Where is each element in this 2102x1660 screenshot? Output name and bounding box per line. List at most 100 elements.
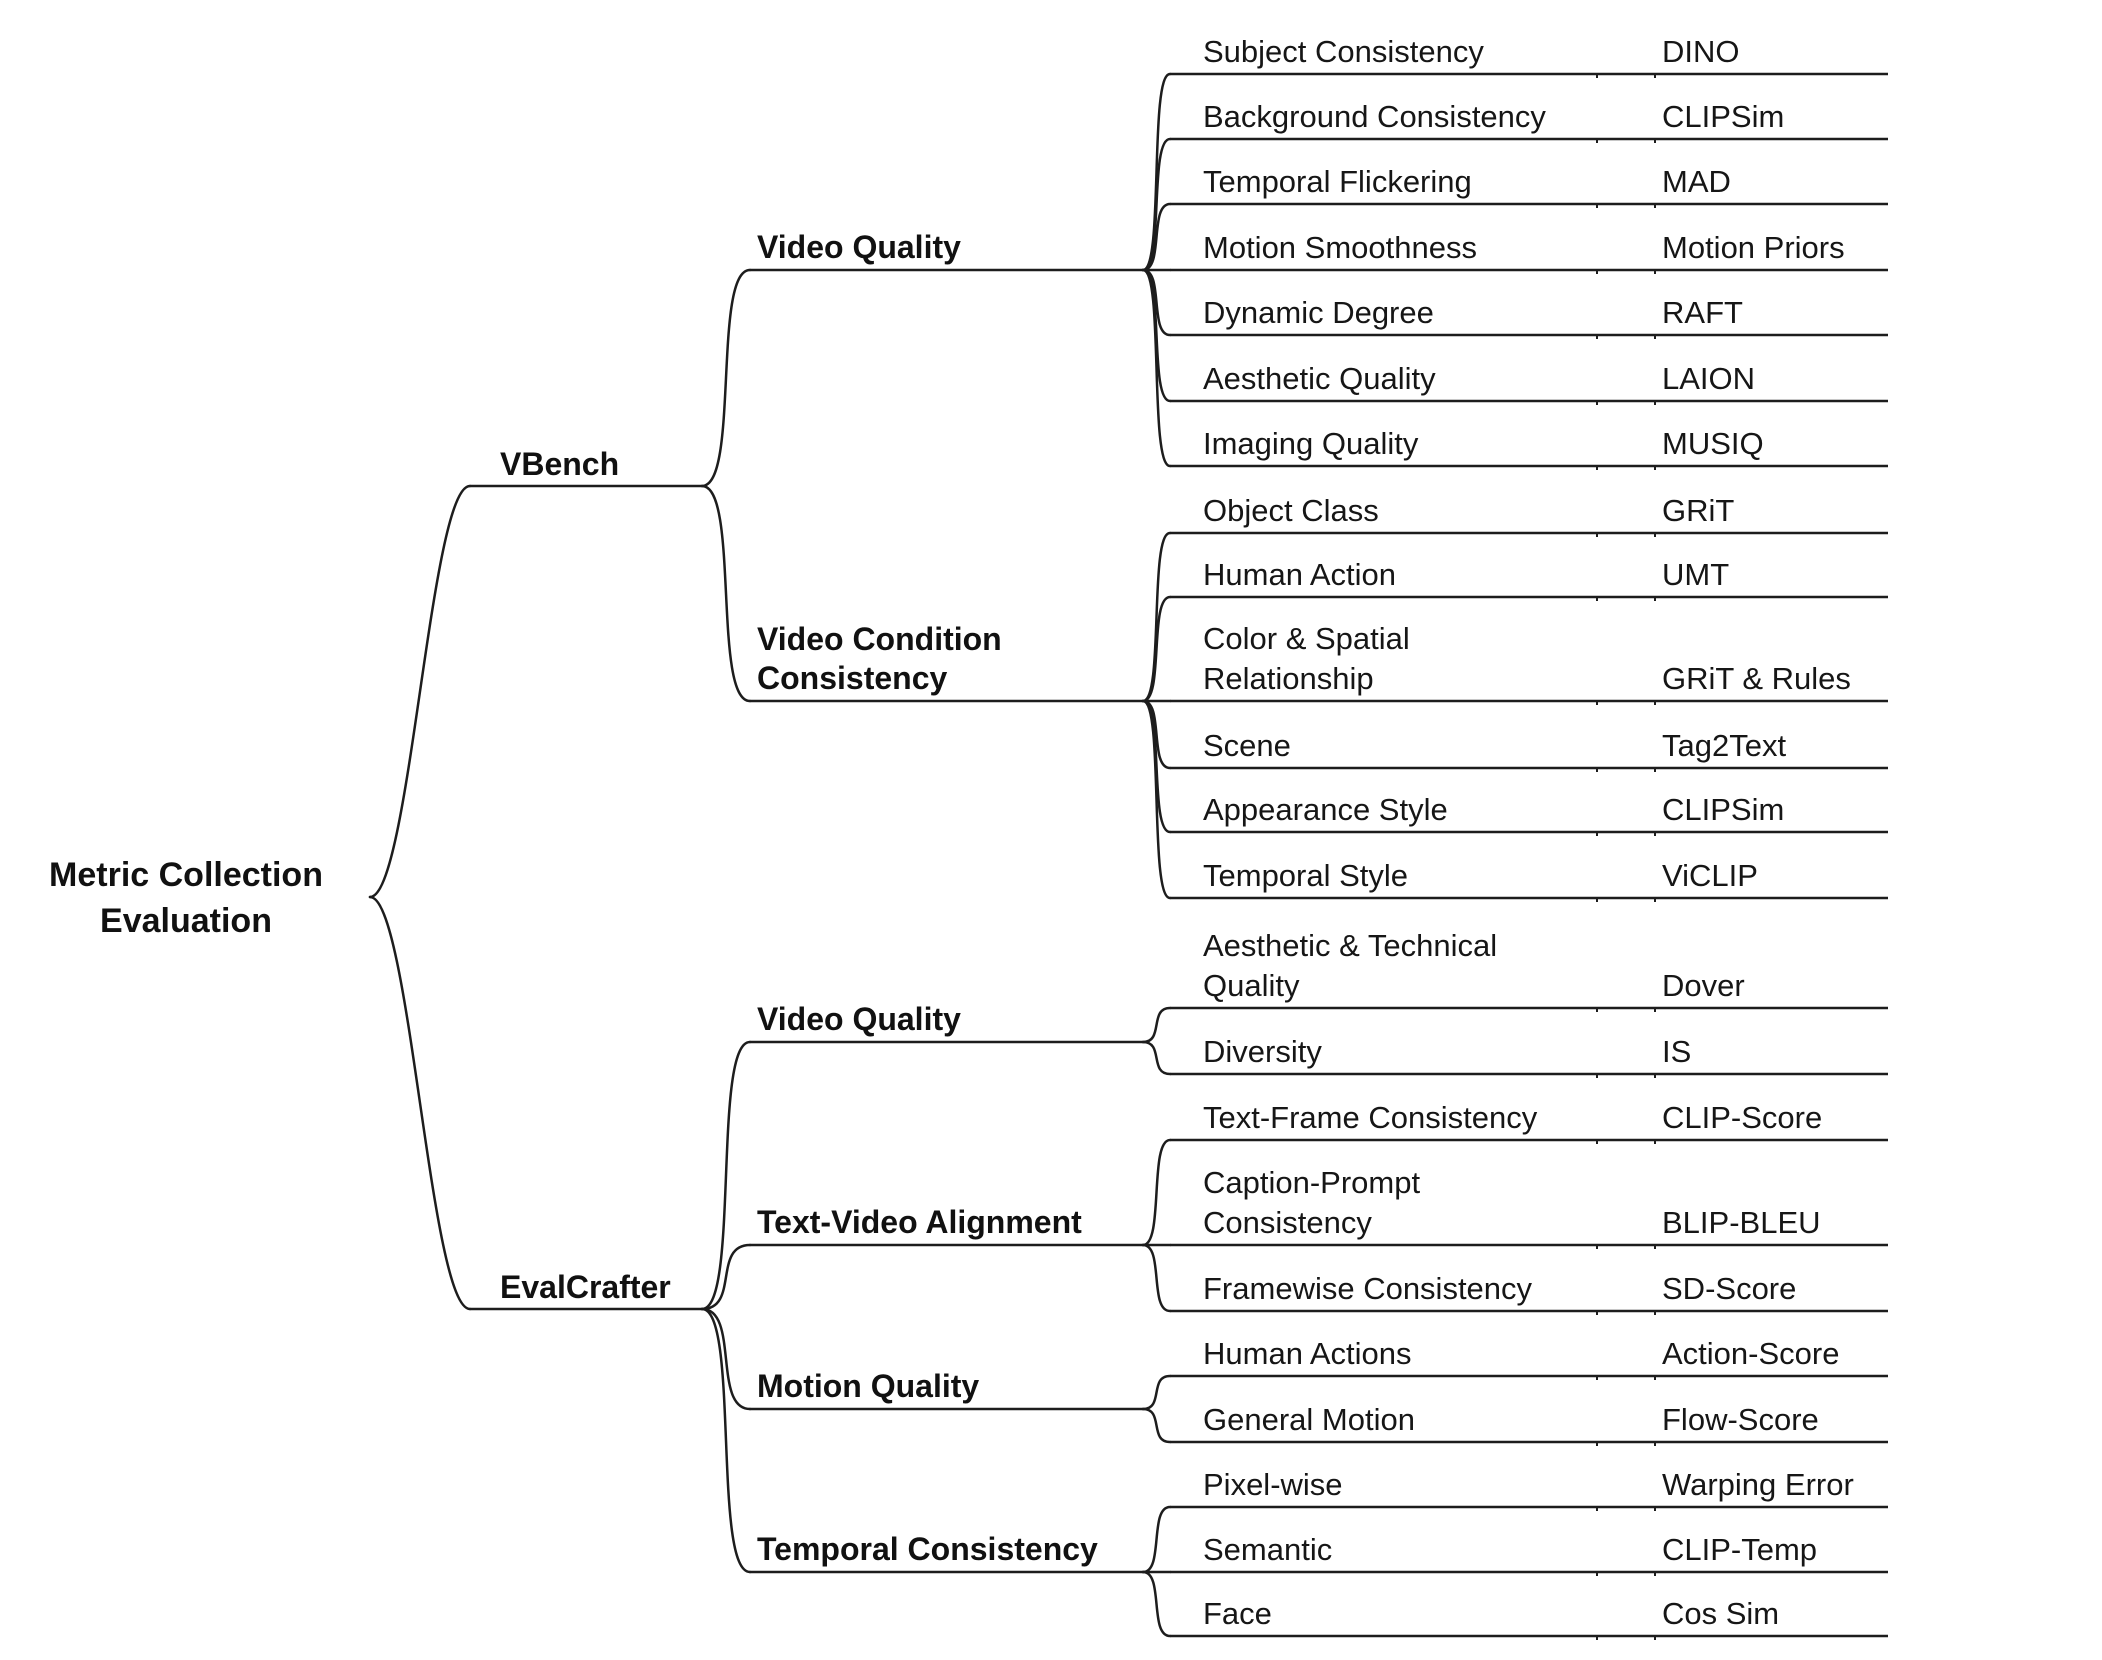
row-column-ticks-0-1-1 (1596, 596, 1656, 601)
metric-label: Human Action (1203, 557, 1396, 592)
branch-label-0: VBench (500, 446, 619, 482)
model-label: Tag2Text (1662, 728, 1786, 763)
group-label-0-0: Video Quality (757, 229, 961, 265)
row-column-ticks-0-1-5 (1596, 897, 1656, 902)
row-column-ticks-1-2-0 (1596, 1375, 1656, 1380)
row-column-ticks-0-0-2 (1596, 203, 1656, 208)
model-label: CLIPSim (1662, 792, 1784, 827)
group-label-1-3: Temporal Consistency (757, 1531, 1098, 1567)
connector-branch-to-group-0-0 (700, 268, 752, 488)
model-label: ViCLIP (1662, 858, 1758, 893)
row-column-ticks-0-1-2 (1596, 700, 1656, 705)
row-column-ticks-1-0-0 (1596, 1007, 1656, 1012)
metric-label: Object Class (1203, 493, 1379, 528)
row-column-ticks-1-3-0 (1596, 1506, 1656, 1511)
connector-group-to-row-0-0-1 (1141, 137, 1172, 272)
metric-label: Aesthetic & Technical (1203, 928, 1497, 963)
connector-group-to-row-1-0-0 (1141, 1006, 1172, 1044)
row-column-ticks-1-1-2 (1596, 1310, 1656, 1315)
connector-group-to-row-1-3-2 (1141, 1570, 1172, 1638)
metric-label-line2: Quality (1203, 968, 1300, 1003)
connector-branch-to-group-1-1 (700, 1243, 752, 1311)
group-label-1-2: Motion Quality (757, 1368, 979, 1404)
metric-label: Pixel-wise (1203, 1467, 1343, 1502)
model-label: MUSIQ (1662, 426, 1764, 461)
model-label: SD-Score (1662, 1271, 1796, 1306)
connector-group-to-row-1-1-0 (1141, 1138, 1172, 1247)
metric-label: Scene (1203, 728, 1291, 763)
branch-label-1: EvalCrafter (500, 1269, 671, 1305)
connector-group-to-row-0-0-6 (1141, 268, 1172, 468)
group-label-1-0: Video Quality (757, 1001, 961, 1037)
metric-label: Text-Frame Consistency (1203, 1100, 1538, 1135)
connector-group-to-row-0-1-5 (1141, 699, 1172, 900)
group-label-1-1: Text-Video Alignment (757, 1204, 1082, 1240)
model-label: Cos Sim (1662, 1596, 1779, 1631)
row-column-ticks-1-2-1 (1596, 1441, 1656, 1446)
connector-group-to-row-0-0-2 (1141, 202, 1172, 272)
connector-root-to-branch-0 (368, 484, 472, 899)
root-title-line2: Evaluation (100, 902, 272, 940)
group-label2-0-1: Consistency (757, 660, 947, 696)
model-label: RAFT (1662, 295, 1743, 330)
model-label: UMT (1662, 557, 1729, 592)
metric-label: General Motion (1203, 1402, 1415, 1437)
connector-group-to-row-1-0-1 (1141, 1040, 1172, 1076)
model-label: IS (1662, 1034, 1691, 1069)
metric-label: Temporal Flickering (1203, 164, 1472, 199)
metric-label: Diversity (1203, 1034, 1322, 1069)
metric-label: Human Actions (1203, 1336, 1412, 1371)
model-label: CLIPSim (1662, 99, 1784, 134)
connector-branch-to-group-1-3 (700, 1307, 752, 1574)
model-label: Warping Error (1662, 1467, 1854, 1502)
model-label: CLIP-Temp (1662, 1532, 1817, 1567)
connector-group-to-row-1-2-1 (1141, 1407, 1172, 1444)
model-label: Action-Score (1662, 1336, 1839, 1371)
model-label: Flow-Score (1662, 1402, 1819, 1437)
model-label: DINO (1662, 34, 1740, 69)
connector-group-to-row-1-3-0 (1141, 1505, 1172, 1574)
row-column-ticks-0-0-6 (1596, 465, 1656, 470)
row-column-ticks-0-1-0 (1596, 532, 1656, 537)
model-label: BLIP-BLEU (1662, 1205, 1821, 1240)
metric-label-line2: Relationship (1203, 661, 1374, 696)
row-column-ticks-0-1-3 (1596, 767, 1656, 772)
metric-label: Motion Smoothness (1203, 230, 1477, 265)
metric-label: Caption-Prompt (1203, 1165, 1420, 1200)
row-column-ticks-0-0-3 (1596, 269, 1656, 274)
metric-label: Imaging Quality (1203, 426, 1419, 461)
metric-label: Temporal Style (1203, 858, 1408, 893)
connector-group-to-row-1-1-2 (1141, 1243, 1172, 1313)
model-label: CLIP-Score (1662, 1100, 1822, 1135)
group-label-0-1: Video Condition (757, 621, 1002, 657)
connector-branch-to-group-0-1 (700, 484, 752, 703)
row-column-ticks-0-0-5 (1596, 400, 1656, 405)
connector-group-to-row-0-1-0 (1141, 531, 1172, 703)
row-column-ticks-0-0-1 (1596, 138, 1656, 143)
model-label: Motion Priors (1662, 230, 1845, 265)
metric-label-line2: Consistency (1203, 1205, 1372, 1240)
metric-label: Background Consistency (1203, 99, 1546, 134)
metric-label: Aesthetic Quality (1203, 361, 1436, 396)
connector-root-to-branch-1 (368, 895, 472, 1311)
row-column-ticks-1-1-0 (1596, 1139, 1656, 1144)
row-column-ticks-0-1-4 (1596, 831, 1656, 836)
model-label: Dover (1662, 968, 1745, 1003)
row-column-ticks-1-1-1 (1596, 1244, 1656, 1249)
connector-group-to-row-0-1-1 (1141, 595, 1172, 703)
metric-label: Face (1203, 1596, 1272, 1631)
model-label: GRiT & Rules (1662, 661, 1851, 696)
row-column-ticks-0-0-0 (1596, 73, 1656, 78)
row-column-ticks-1-0-1 (1596, 1073, 1656, 1078)
model-label: GRiT (1662, 493, 1734, 528)
metric-label: Dynamic Degree (1203, 295, 1434, 330)
metric-label: Semantic (1203, 1532, 1332, 1567)
row-column-ticks-1-3-1 (1596, 1571, 1656, 1576)
connector-branch-to-group-1-2 (700, 1307, 752, 1411)
metric-label: Appearance Style (1203, 792, 1448, 827)
model-label: LAION (1662, 361, 1755, 396)
connector-group-to-row-1-2-0 (1141, 1374, 1172, 1411)
metric-label: Color & Spatial (1203, 621, 1410, 656)
metric-label: Framewise Consistency (1203, 1271, 1533, 1306)
